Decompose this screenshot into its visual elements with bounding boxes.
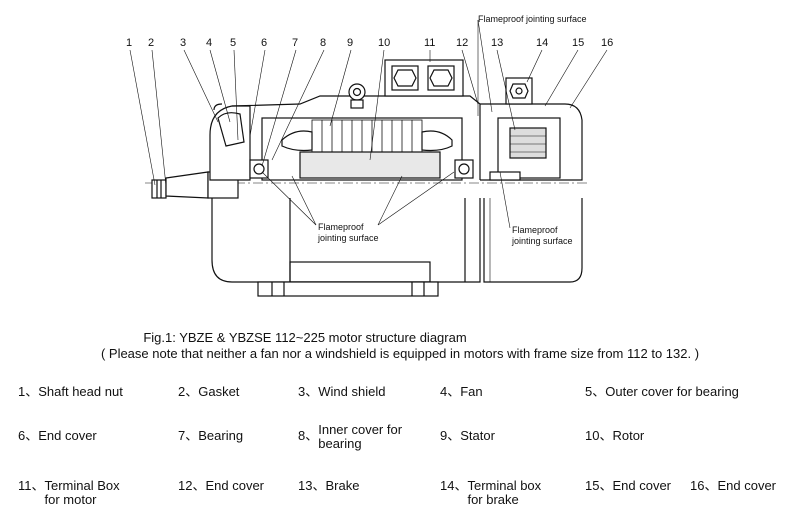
terminal-box-motor bbox=[384, 59, 464, 97]
callout-number-15: 15 bbox=[572, 37, 585, 49]
rotor bbox=[299, 151, 441, 179]
callout-number-7: 7 bbox=[292, 37, 299, 49]
legend-item-11: 11、 Terminal Box for motor bbox=[18, 478, 120, 507]
bearing-right bbox=[454, 159, 474, 179]
motor-housing-lower bbox=[211, 198, 583, 297]
coil-end-left bbox=[281, 130, 313, 152]
callout-flameproof-center-line1: Flameproof bbox=[318, 222, 364, 232]
legend-item-9: 9、Stator bbox=[440, 428, 495, 443]
figure-caption-title: Fig.1: YBZE & YBZSE 112~225 motor struct… bbox=[143, 330, 467, 345]
fan bbox=[217, 112, 245, 147]
callout-flameproof-center-line2: jointing surface bbox=[318, 233, 379, 243]
legend-item-3: 3、Wind shield bbox=[298, 384, 386, 399]
brake bbox=[509, 127, 547, 159]
brake-assembly bbox=[480, 103, 583, 181]
motor-structure-drawing bbox=[129, 19, 608, 297]
legend-item-4: 4、Fan bbox=[440, 384, 483, 399]
callout-number-11: 11 bbox=[424, 37, 436, 49]
callout-flameproof-top: Flameproof jointing surface bbox=[478, 14, 587, 24]
legend-item-5: 5、Outer cover for bearing bbox=[585, 384, 739, 399]
legend-item-10: 10、Rotor bbox=[585, 428, 645, 443]
legend-item-12: 12、End cover bbox=[178, 478, 265, 493]
callout-number-2: 2 bbox=[148, 37, 155, 49]
legend-item-8: 8、 Inner cover for bearing bbox=[298, 422, 403, 451]
legend-item-6: 6、End cover bbox=[18, 428, 97, 443]
callout-number-1: 1 bbox=[126, 37, 133, 49]
legend-item-14: 14、 Terminal box for brake bbox=[440, 478, 542, 507]
legend-item-13: 13、Brake bbox=[298, 478, 360, 493]
callout-number-10: 10 bbox=[378, 37, 391, 49]
callout-number-16: 16 bbox=[601, 37, 614, 49]
legend-item-16: 16、End cover bbox=[690, 478, 777, 493]
callout-flameproof-right-line2: jointing surface bbox=[512, 236, 573, 246]
callout-flameproof-right-line1: Flameproof bbox=[512, 225, 558, 235]
callout-number-4: 4 bbox=[206, 37, 213, 49]
legend-item-7: 7、Bearing bbox=[178, 428, 244, 443]
wind-shield bbox=[213, 103, 223, 111]
leader-lines bbox=[129, 19, 608, 229]
callout-number-13: 13 bbox=[491, 37, 504, 49]
legend-item-2: 2、Gasket bbox=[178, 384, 240, 399]
callout-number-5: 5 bbox=[230, 37, 237, 49]
callout-number-3: 3 bbox=[180, 37, 187, 49]
callout-number-6: 6 bbox=[261, 37, 268, 49]
figure-caption-note: ( Please note that neither a fan nor a w… bbox=[100, 346, 700, 361]
callout-number-12: 12 bbox=[456, 37, 469, 49]
legend-item-1: 1、Shaft head nut bbox=[18, 384, 123, 399]
callout-number-9: 9 bbox=[347, 37, 354, 49]
coil-end-right bbox=[421, 130, 453, 152]
motor-housing-upper bbox=[209, 95, 481, 181]
lifting-eye bbox=[348, 83, 366, 109]
terminal-box-brake bbox=[505, 77, 533, 105]
callout-number-8: 8 bbox=[320, 37, 327, 49]
legend-item-15: 15、End cover bbox=[585, 478, 672, 493]
callout-number-14: 14 bbox=[536, 37, 549, 49]
mounting-foot bbox=[257, 281, 439, 297]
